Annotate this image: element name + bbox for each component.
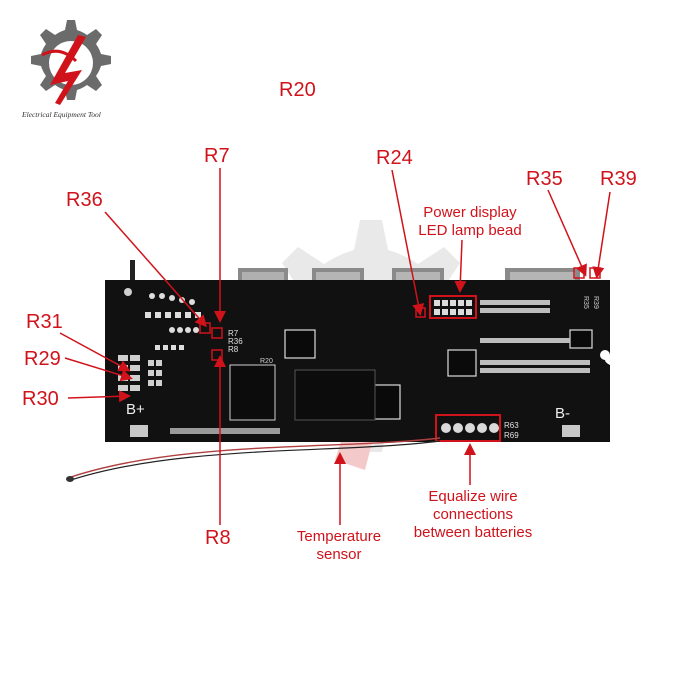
ics bbox=[229, 329, 593, 421]
label-r8: R8 bbox=[205, 527, 231, 549]
silk-r63: R63 bbox=[504, 421, 519, 430]
silk-r8: R8 bbox=[228, 345, 239, 354]
label-r7: R7 bbox=[204, 145, 230, 167]
pcb-board: B+ B- R7 R36 R8 R20 R35 R39 R63 R69 bbox=[105, 260, 610, 442]
silk-r20: R20 bbox=[260, 358, 273, 365]
label-power-display: Power display LED lamp bead bbox=[418, 204, 522, 239]
silk-b-plus: B+ bbox=[126, 401, 145, 418]
gear-bolt-logo-icon bbox=[31, 20, 111, 105]
label-r20: R20 bbox=[279, 79, 316, 101]
label-r35: R35 bbox=[526, 168, 563, 190]
silk-r7: R7 bbox=[228, 329, 239, 338]
logo-text: Electrical Equipment Tool bbox=[22, 110, 101, 119]
label-r36: R36 bbox=[66, 189, 103, 211]
temperature-sensor-wire bbox=[66, 437, 441, 482]
label-r39: R39 bbox=[600, 168, 637, 190]
silk-r39: R39 bbox=[592, 296, 599, 309]
label-equalize-wire: Equalize wire connections between batter… bbox=[413, 488, 533, 541]
silk-r35: R35 bbox=[582, 296, 589, 309]
silk-b-minus: B- bbox=[555, 405, 570, 422]
silk-r36: R36 bbox=[228, 337, 243, 346]
silk-r69: R69 bbox=[504, 431, 519, 440]
label-r29: R29 bbox=[24, 348, 61, 370]
label-r24: R24 bbox=[376, 147, 413, 169]
label-r30: R30 bbox=[22, 388, 59, 410]
label-temperature-sensor: Temperature sensor bbox=[296, 528, 382, 563]
label-r31: R31 bbox=[26, 311, 63, 333]
